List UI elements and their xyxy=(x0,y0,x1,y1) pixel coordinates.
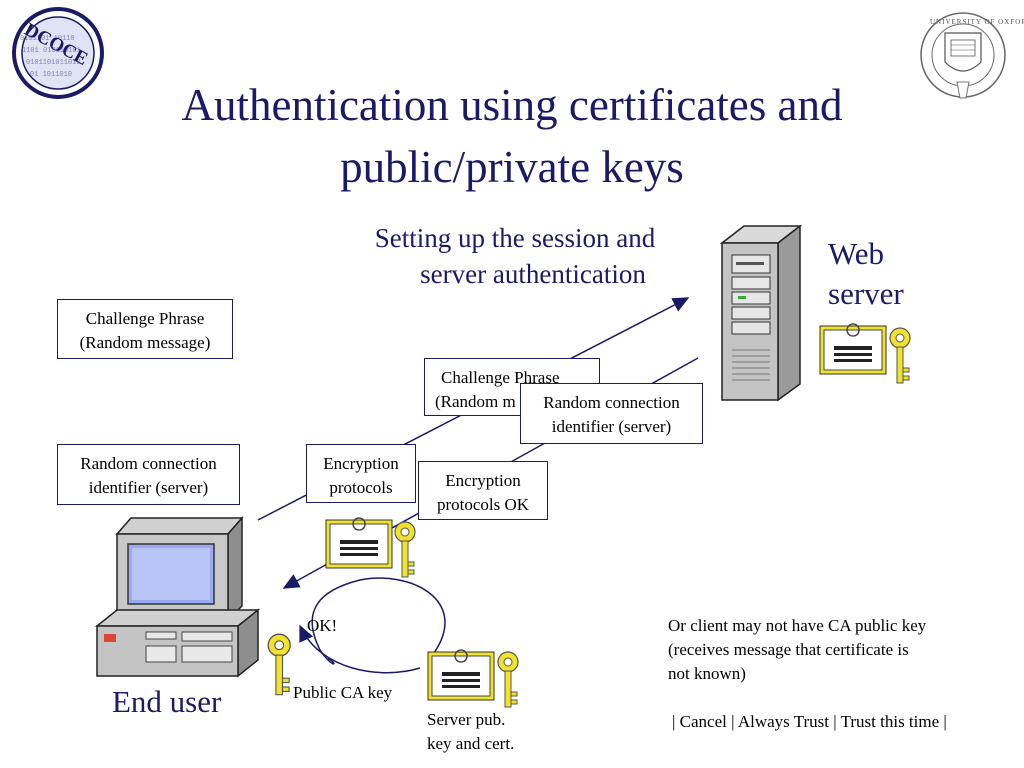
ok-label: OK! xyxy=(307,616,338,635)
challenge-phrase-legend-line-2: (Random message) xyxy=(79,333,211,352)
challenge-phrase-legend-line-1: Challenge Phrase xyxy=(85,309,205,328)
server-pub-key-certificate-icon xyxy=(427,649,495,701)
ca-key-note-line-1: Or client may not have CA public key xyxy=(668,616,927,635)
encryption-protocols-ok-box: Encryption protocols OK xyxy=(418,461,548,520)
svg-text:0101101 10110: 0101101 10110 xyxy=(20,35,75,43)
random-connection-legend-line-1: Random connection xyxy=(80,454,217,473)
server-certificate-icon xyxy=(819,323,887,375)
svg-text:0101101011010: 0101101011010 xyxy=(26,59,81,67)
web-server-label: Web server xyxy=(828,234,904,314)
end-user-label: End user xyxy=(112,684,222,719)
random-connection-legend-line-2: identifier (server) xyxy=(88,478,209,497)
slide-title-line-2: public/private keys xyxy=(340,142,684,192)
slide-subtitle-line-1: Setting up the session and xyxy=(374,223,656,253)
ca-key-note-line-3: not known) xyxy=(668,664,746,683)
random-connection-transmitted-line-2: identifier (server) xyxy=(551,417,672,436)
encryption-protocols-ok-line-1: Encryption xyxy=(445,471,521,490)
ca-key-note: Or client may not have CA public key (re… xyxy=(668,614,1008,734)
server-pub-key-label-line-1: Server pub. xyxy=(427,710,506,729)
ca-key-note-line-2: (receives message that certificate is xyxy=(668,640,909,659)
slide-subtitle-line-2: server authentication xyxy=(420,259,646,289)
encryption-protocols-ok-line-2: protocols OK xyxy=(436,495,530,514)
dcoce-logo: 0101101 10110 1101 010110101 01011010110… xyxy=(12,7,104,99)
svg-text:1101 010110101: 1101 010110101 xyxy=(22,47,81,55)
encryption-protocols-line-1: Encryption xyxy=(323,454,399,473)
encryption-protocols-line-2: protocols xyxy=(329,478,393,497)
encryption-protocols-box: Encryption protocols xyxy=(306,444,416,503)
challenge-phrase-legend-box: Challenge Phrase (Random message) xyxy=(57,299,233,359)
trust-options-text: | Cancel | Always Trust | Trust this tim… xyxy=(672,712,947,731)
transmitted-key-icon xyxy=(394,521,416,578)
transmitted-certificate-icon xyxy=(325,517,393,569)
server-pub-key-label: Server pub. key and cert. xyxy=(427,708,514,756)
challenge-phrase-transmitted-line-2: (Random m xyxy=(435,392,516,411)
random-connection-transmitted-line-1: Random connection xyxy=(543,393,680,412)
server-pub-key-icon xyxy=(497,651,519,708)
verification-loop xyxy=(311,577,446,665)
web-server-label-line-2: server xyxy=(828,276,904,311)
slide-subtitle: Setting up the session and server authen… xyxy=(320,220,710,292)
challenge-phrase-transmitted-line-1: Challenge Phrase xyxy=(441,368,560,387)
web-server-label-line-1: Web xyxy=(828,236,885,271)
svg-text:01 1011010: 01 1011010 xyxy=(30,71,72,79)
web-server-icon xyxy=(719,224,803,402)
server-key-icon xyxy=(889,327,911,384)
slide-title: Authentication using certificates and pu… xyxy=(0,74,1024,198)
oxford-crest-text: UNIVERSITY OF OXFORD xyxy=(930,18,1024,26)
public-ca-key-icon xyxy=(267,633,291,696)
random-connection-legend-box: Random connection identifier (server) xyxy=(57,444,240,505)
end-user-computer-icon xyxy=(94,516,261,678)
random-connection-transmitted-box: Random connection identifier (server) xyxy=(520,383,703,444)
server-pub-key-label-line-2: key and cert. xyxy=(427,734,515,753)
slide-title-line-1: Authentication using certificates and xyxy=(181,80,843,130)
oxford-crest-logo: UNIVERSITY OF OXFORD xyxy=(920,12,1024,99)
public-ca-key-label: Public CA key xyxy=(293,683,393,702)
verification-loop-return xyxy=(299,624,421,674)
